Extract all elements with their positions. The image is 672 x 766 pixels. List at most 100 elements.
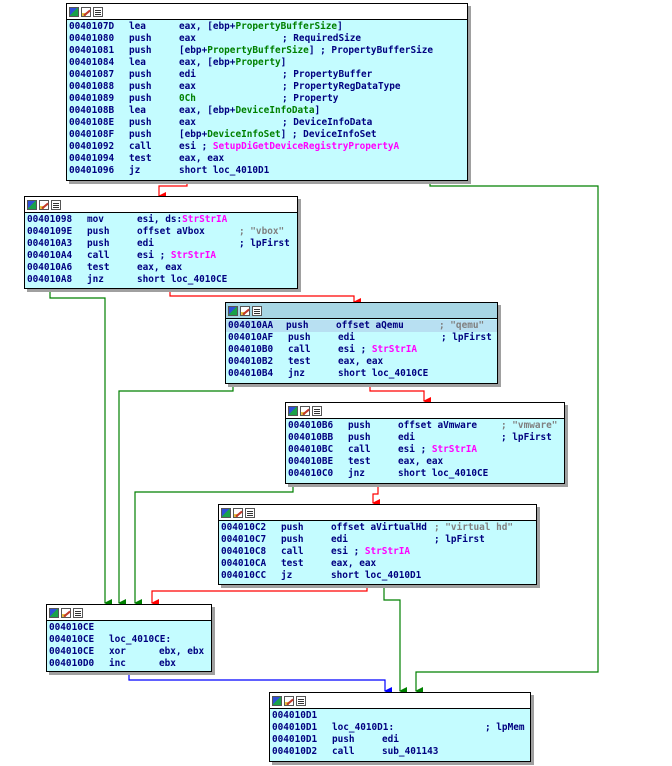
asm-line[interactable]: 004010CE [49, 622, 211, 634]
hex-view-icon[interactable] [296, 695, 306, 706]
line-operands: esi ; StrStrIA [398, 444, 477, 456]
line-address: 004010D1 [272, 722, 318, 733]
line-operands: eax, [ebp+Property] [179, 57, 286, 69]
edit-color-icon[interactable] [233, 507, 243, 518]
operand-text: short loc_4010D1 [331, 570, 422, 581]
graph-overview-icon[interactable] [272, 695, 282, 706]
edit-color-icon[interactable] [61, 607, 71, 618]
hex-view-icon[interactable] [252, 305, 262, 316]
operand-text: eax [179, 117, 196, 128]
line-operands: esi ; StrStrIA [137, 250, 216, 262]
line-operands: [ebp+PropertyBufferSize] ; PropertyBuffe… [179, 45, 433, 57]
asm-line[interactable]: 004010D1 [272, 710, 530, 722]
operand-text: esi ; [398, 444, 432, 455]
line-address: 004010AF [228, 332, 274, 343]
hex-view-icon[interactable] [93, 6, 103, 17]
line-mnemonic: call [288, 344, 311, 355]
hex-view-icon[interactable] [312, 405, 322, 416]
line-operands: esi, ds:StrStrIA [137, 214, 227, 226]
line-operands: short loc_4010CE [338, 368, 428, 380]
operand-text: esi ; [179, 141, 213, 152]
line-mnemonic: call [281, 546, 304, 557]
line-mnemonic: call [332, 746, 355, 757]
hex-view-icon[interactable] [51, 199, 61, 210]
graph-overview-icon[interactable] [49, 607, 59, 618]
operand-text: short loc_4010CE [338, 368, 429, 379]
operand-text: edi [338, 332, 355, 343]
edit-color-icon[interactable] [81, 6, 91, 17]
line-mnemonic: push [281, 522, 304, 533]
line-operands: sub_401143 [382, 746, 438, 758]
hex-view-icon[interactable] [245, 507, 255, 518]
hex-view-icon[interactable] [73, 607, 83, 618]
edit-color-icon[interactable] [39, 199, 49, 210]
operand-text: eax, [ebp+ [179, 105, 236, 116]
line-address: 004010CE [49, 646, 95, 657]
block-header [219, 505, 536, 521]
line-mnemonic: xor [109, 646, 126, 657]
block-header [47, 605, 211, 621]
graph-overview-icon[interactable] [221, 507, 231, 518]
graph-overview-icon[interactable] [228, 305, 238, 316]
graph-overview-icon[interactable] [27, 199, 37, 210]
edge-b3-to-b6 [118, 384, 234, 607]
edit-color-icon[interactable] [300, 405, 310, 416]
graph-overview-icon[interactable] [288, 405, 298, 416]
line-address: 004010C2 [221, 522, 267, 533]
line-operands: 0Ch [179, 93, 196, 105]
edit-color-icon[interactable] [284, 695, 294, 706]
graph-overview-icon[interactable] [69, 6, 79, 17]
edit-color-icon[interactable] [240, 305, 250, 316]
line-operands: eax [179, 117, 196, 129]
